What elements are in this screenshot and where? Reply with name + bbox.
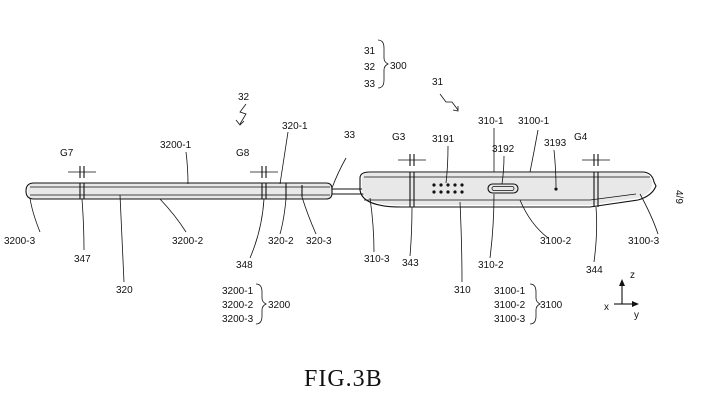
group-300-item-2: 32 — [364, 62, 376, 73]
axis-y-label: y — [634, 310, 639, 321]
label-32: 32 — [238, 92, 250, 103]
group-3200-item-1: 3200-1 — [222, 286, 254, 297]
group-3200-item-3: 3200-3 — [222, 314, 254, 325]
label-3200-2: 3200-2 — [172, 236, 204, 247]
label-g7: G7 — [60, 148, 74, 159]
label-348: 348 — [236, 260, 253, 271]
label-g4: G4 — [574, 132, 588, 143]
group-300-ref: 300 — [390, 61, 407, 72]
axis-indicator: z y x — [604, 270, 639, 321]
stylus-body-32 — [25, 182, 333, 200]
label-3192: 3192 — [492, 144, 515, 155]
label-3100-2: 3100-2 — [540, 236, 572, 247]
figure-title: FIG.3B — [304, 366, 383, 392]
group-3200-item-2: 3200-2 — [222, 300, 254, 311]
leader-lines — [29, 128, 659, 283]
label-320: 320 — [116, 285, 133, 296]
label-g3: G3 — [392, 132, 406, 143]
group-3100-ref: 3100 — [540, 300, 563, 311]
label-3200-1: 3200-1 — [160, 140, 192, 151]
label-343: 343 — [402, 258, 419, 269]
label-310-3: 310-3 — [364, 254, 390, 265]
label-3200-3: 3200-3 — [4, 236, 36, 247]
label-33: 33 — [344, 130, 356, 141]
braces — [255, 39, 541, 325]
device-body-31 — [359, 171, 657, 208]
group-300-item-3: 33 — [364, 79, 376, 90]
axis-z-label: z — [630, 270, 635, 281]
label-310-2: 310-2 — [478, 260, 504, 271]
label-31: 31 — [432, 77, 444, 88]
group-3100-item-2: 3100-2 — [494, 300, 526, 311]
label-3193: 3193 — [544, 138, 567, 149]
group-3200-ref: 3200 — [268, 300, 291, 311]
squiggle-arrows — [235, 93, 459, 126]
group-300-item-1: 31 — [364, 46, 376, 57]
gap-markers — [68, 154, 610, 178]
label-320-2: 320-2 — [268, 236, 294, 247]
group-3100-item-3: 3100-3 — [494, 314, 526, 325]
label-320-3: 320-3 — [306, 236, 332, 247]
label-310-1: 310-1 — [478, 116, 504, 127]
port-3192 — [487, 183, 519, 194]
sheet-number: 4/9 — [673, 190, 684, 204]
label-g8: G8 — [236, 148, 250, 159]
speaker-holes-3191 — [432, 183, 464, 194]
label-3191: 3191 — [432, 134, 455, 145]
axis-x-label: x — [604, 302, 609, 313]
hole-3193 — [554, 187, 558, 191]
group-3100-item-1: 3100-1 — [494, 286, 526, 297]
label-310: 310 — [454, 285, 471, 296]
label-3100-3: 3100-3 — [628, 236, 660, 247]
label-344: 344 — [586, 265, 603, 276]
reference-labels: 31 32 33 300 32 31 33 G7 G8 G3 G4 3200-1… — [4, 46, 684, 325]
label-3100-1: 3100-1 — [518, 116, 550, 127]
label-347: 347 — [74, 254, 91, 265]
label-320-1: 320-1 — [282, 121, 308, 132]
